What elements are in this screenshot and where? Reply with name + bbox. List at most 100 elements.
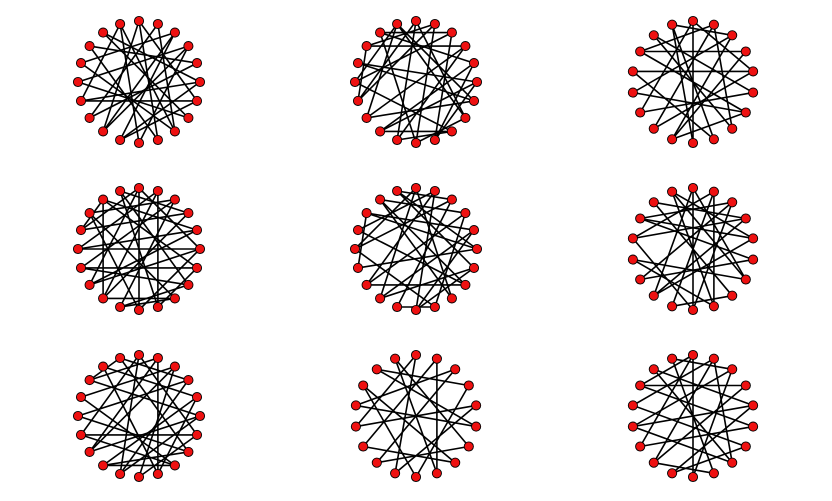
- graph-node: [152, 134, 163, 146]
- graph-edge: [102, 31, 201, 83]
- graph-node: [627, 233, 638, 244]
- graph-8: [350, 349, 482, 483]
- graph-node: [687, 137, 699, 149]
- graph-node: [429, 18, 440, 30]
- graph-edge: [365, 23, 398, 119]
- graph-node: [183, 279, 194, 290]
- graph-node: [352, 95, 364, 106]
- graph-node: [471, 243, 483, 255]
- graph-edge: [379, 187, 417, 299]
- graph-node: [133, 15, 145, 27]
- graph-node: [687, 304, 699, 316]
- graph-node: [431, 353, 442, 364]
- graph-node: [468, 262, 480, 273]
- graph-edge: [80, 198, 176, 269]
- graph-edge: [362, 385, 417, 478]
- graph-node: [98, 27, 109, 38]
- graph-node: [687, 471, 699, 483]
- graph-node: [72, 410, 84, 422]
- graph-edge: [653, 34, 754, 94]
- graph-edge: [89, 357, 159, 381]
- graph-node: [446, 194, 457, 205]
- graph-node: [183, 112, 194, 123]
- graph-node: [740, 380, 751, 391]
- graph-edge: [639, 23, 715, 53]
- graph-edge: [653, 70, 754, 130]
- graph-edge: [396, 130, 453, 141]
- graph-node: [748, 87, 759, 98]
- graph-node: [133, 137, 145, 149]
- graph-node: [635, 46, 646, 57]
- graph-node: [375, 194, 386, 205]
- graph-node: [460, 41, 471, 52]
- graph-node: [635, 107, 646, 118]
- graph-node: [740, 441, 751, 452]
- graph-node: [84, 208, 95, 219]
- graph-edge: [366, 212, 478, 250]
- graph-node: [194, 243, 206, 255]
- graph-node: [191, 95, 203, 106]
- graph-edge: [632, 404, 754, 428]
- graph-edge: [138, 248, 201, 311]
- graph-node: [152, 185, 163, 197]
- graph-edge: [119, 190, 190, 286]
- graph-edge: [80, 354, 140, 436]
- graph-edge: [80, 31, 176, 64]
- graph-node: [667, 134, 678, 145]
- graph-node: [471, 400, 482, 411]
- graph-edge: [89, 366, 176, 453]
- graph-node: [463, 380, 474, 391]
- graph-node: [152, 18, 163, 30]
- graph-edge: [366, 23, 436, 47]
- graph-edge: [434, 62, 475, 141]
- graph-node: [708, 353, 719, 364]
- graph-node: [361, 279, 372, 290]
- graph-edge: [354, 23, 398, 83]
- graph-node: [75, 262, 87, 273]
- graph-node: [460, 208, 471, 219]
- graph-node: [375, 293, 386, 304]
- graph-edge: [639, 217, 754, 261]
- graph-node: [352, 262, 364, 273]
- graph-node: [648, 123, 659, 134]
- graph-node: [349, 76, 361, 88]
- graph-node: [169, 126, 180, 137]
- graph-edge: [376, 445, 469, 464]
- graph-node: [748, 421, 759, 432]
- graph-node: [75, 392, 87, 403]
- graph-edge: [639, 354, 694, 447]
- graph-node: [98, 293, 109, 304]
- graph-node: [75, 58, 87, 69]
- graph-node: [72, 243, 84, 255]
- graph-node: [708, 301, 719, 312]
- graph-edge: [80, 187, 140, 231]
- graph-edge: [77, 379, 189, 417]
- graph-edge: [632, 358, 715, 407]
- graph-edge: [80, 434, 176, 467]
- graph-edge: [653, 201, 746, 220]
- graph-node: [627, 421, 638, 432]
- graph-node: [687, 349, 699, 361]
- graph-node: [183, 446, 194, 457]
- graph-node: [687, 182, 699, 194]
- graph-node: [84, 41, 95, 52]
- graph-edge: [379, 199, 466, 286]
- graph-node: [410, 304, 422, 316]
- graph-6: [627, 182, 759, 316]
- graph-node: [152, 352, 163, 364]
- graph-node: [191, 225, 203, 236]
- graph-5: [349, 182, 483, 316]
- graph-node: [460, 112, 471, 123]
- graph-edge: [119, 354, 140, 475]
- graph-node: [468, 58, 480, 69]
- graph-edge: [671, 23, 733, 37]
- graph-node: [748, 254, 759, 265]
- graph-node: [84, 112, 95, 123]
- graph-node: [727, 457, 738, 468]
- graph-node: [98, 194, 109, 205]
- graph-node: [361, 208, 372, 219]
- graph-edge: [80, 81, 201, 102]
- graph-edge: [88, 187, 140, 286]
- graph-node: [358, 380, 369, 391]
- graph-edge: [396, 190, 478, 250]
